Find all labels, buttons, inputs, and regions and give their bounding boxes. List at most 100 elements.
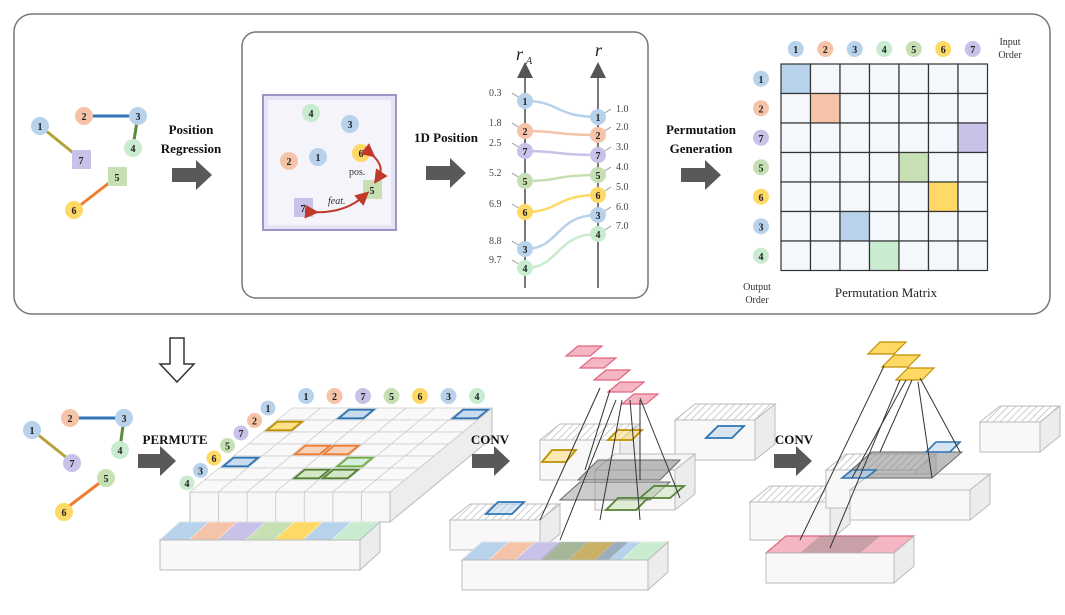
tensor-row-head-label: 4 bbox=[185, 479, 190, 490]
matrix-cell bbox=[868, 92, 900, 124]
embed-node-6-label: 6 bbox=[359, 149, 364, 160]
conv1-connection bbox=[539, 387, 601, 521]
position-regression-label-2: Regression bbox=[161, 141, 222, 156]
tensor-edge-cell bbox=[220, 456, 261, 468]
graph-node-7-label: 7 bbox=[79, 156, 84, 167]
conv1-strip-shade bbox=[540, 542, 628, 560]
ra-value: 6.9 bbox=[489, 199, 502, 210]
tensor-col-head bbox=[469, 388, 485, 404]
conv-stage-1 bbox=[448, 345, 777, 592]
projection-curve bbox=[524, 99, 599, 119]
node-feature-strip bbox=[158, 520, 382, 572]
tensor-col-head-label: 7 bbox=[361, 392, 366, 403]
tensor-edge-cell bbox=[292, 444, 333, 456]
r-node-label: 7 bbox=[596, 151, 601, 162]
matrix-cell bbox=[868, 181, 900, 213]
r-value: 6.0 bbox=[616, 202, 629, 213]
tensor-edge-cell bbox=[320, 468, 361, 480]
matrix-cell bbox=[927, 151, 959, 183]
top-panel-frame bbox=[13, 13, 1051, 315]
projection-curve bbox=[524, 149, 599, 157]
matrix-cell bbox=[927, 92, 959, 124]
conv1-cell-green-b bbox=[637, 485, 687, 499]
arrow-right-3 bbox=[681, 160, 721, 190]
matrix-cell bbox=[780, 122, 812, 154]
matrix-cell bbox=[957, 63, 989, 95]
conv2-filter bbox=[866, 341, 908, 355]
matrix-cell bbox=[927, 122, 959, 154]
conv2-label: CONV bbox=[775, 432, 814, 447]
tensor-edge-cell bbox=[450, 408, 491, 420]
arrow-right-5 bbox=[472, 446, 510, 476]
conv2-connection bbox=[829, 379, 901, 549]
ra-node-label: 5 bbox=[523, 177, 528, 188]
conv2-connection bbox=[919, 377, 961, 453]
tensor-edge-cell bbox=[291, 468, 332, 480]
matrix-cell bbox=[809, 122, 841, 154]
matrix-cell bbox=[809, 151, 841, 183]
r-node bbox=[590, 109, 606, 125]
embed-node-7-label: 7 bbox=[301, 204, 306, 215]
matrix-row-head bbox=[753, 70, 769, 87]
conv2-connection bbox=[879, 379, 913, 453]
axis-ra-sub: A bbox=[525, 56, 533, 67]
matrix-cell bbox=[809, 240, 841, 272]
conv2-filter bbox=[880, 354, 922, 368]
bgraph-node-4-label: 4 bbox=[118, 446, 123, 457]
tensor-col-head bbox=[412, 388, 428, 404]
matrix-col-head-label: 7 bbox=[970, 45, 975, 56]
tensor-row-head-label: 1 bbox=[266, 404, 271, 415]
conv1-connection bbox=[639, 397, 681, 499]
tensor-row-head-label: 5 bbox=[225, 442, 230, 453]
embed-node-5-label: 5 bbox=[370, 186, 375, 197]
graph-node-5 bbox=[108, 167, 127, 186]
projection-curve bbox=[524, 213, 599, 251]
conv1-connection bbox=[584, 389, 611, 471]
permutation-generation-label-1: Permutation bbox=[666, 122, 737, 137]
conv1-main-side bbox=[674, 452, 696, 512]
r-node-label: 6 bbox=[596, 191, 601, 202]
conv1-filter bbox=[606, 381, 646, 393]
input-order-label-1: Input bbox=[999, 37, 1020, 48]
matrix-cell bbox=[927, 181, 959, 213]
tensor-col-head bbox=[383, 388, 400, 404]
r-value: 7.0 bbox=[616, 221, 629, 232]
position-regression-label-1: Position bbox=[169, 122, 215, 137]
matrix-row-head-label: 6 bbox=[759, 193, 764, 204]
matrix-cell bbox=[898, 210, 930, 242]
matrix-col-head-label: 5 bbox=[911, 45, 916, 56]
r-value: 4.0 bbox=[616, 162, 629, 173]
tensor-col-head bbox=[355, 388, 371, 404]
projection-axes: r A r 0.311.822.575.256.968.839.741.012.… bbox=[489, 40, 629, 288]
matrix-cell bbox=[898, 181, 930, 213]
conv2-connection bbox=[851, 379, 907, 479]
tensor-col-head-label: 6 bbox=[418, 392, 423, 403]
input-graph-top: 1 2 3 4 5 6 7 bbox=[31, 107, 147, 219]
matrix-cell bbox=[780, 151, 812, 183]
r-node-label: 3 bbox=[596, 211, 601, 222]
matrix-col-head bbox=[846, 41, 863, 57]
bgraph-node-3-label: 3 bbox=[122, 414, 127, 425]
arrow-right-4 bbox=[138, 446, 176, 476]
matrix-col-head-label: 3 bbox=[852, 45, 857, 56]
graph-node-6 bbox=[65, 201, 83, 219]
matrix-cell bbox=[780, 210, 812, 242]
conv2-strip-shade bbox=[800, 536, 880, 553]
graph-node-3 bbox=[129, 107, 147, 125]
graph-node-1 bbox=[31, 117, 49, 135]
tensor-row-head-label: 3 bbox=[198, 467, 203, 478]
matrix-cell bbox=[839, 210, 871, 242]
tensor-col-head-label: 4 bbox=[475, 392, 480, 403]
tensor-row-head-label: 7 bbox=[239, 429, 244, 440]
matrix-cell bbox=[809, 181, 841, 213]
embed-node-4-label: 4 bbox=[309, 109, 314, 120]
matrix-cell bbox=[957, 151, 989, 183]
tensor-col-head-label: 5 bbox=[389, 392, 394, 403]
ra-value: 2.5 bbox=[489, 138, 502, 149]
matrix-col-head bbox=[787, 41, 804, 57]
conv2-main-front bbox=[849, 489, 971, 521]
feat-label: feat. bbox=[328, 196, 346, 207]
embed-node-3-label: 3 bbox=[348, 120, 353, 131]
pos-label: pos. bbox=[349, 167, 365, 178]
